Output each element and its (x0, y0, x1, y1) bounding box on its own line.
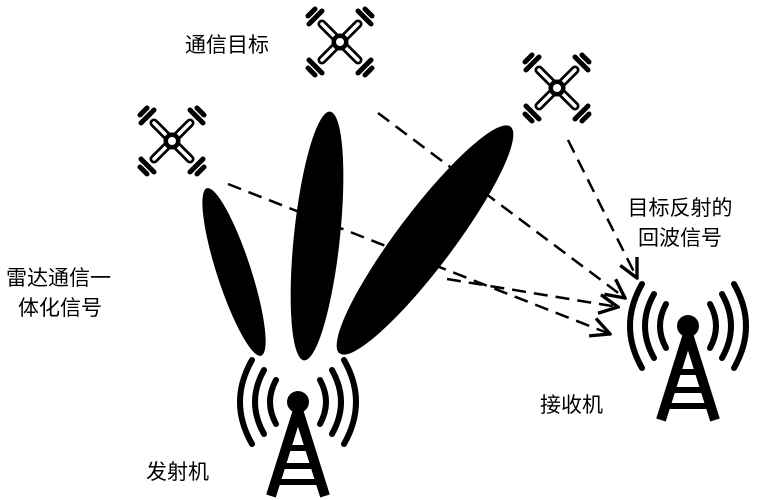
comm-target-label: 通信目标 (185, 33, 269, 57)
drone-icon (308, 9, 372, 75)
arrow-top-drone-to-receiver (377, 111, 625, 298)
receiver-label: 接收机 (540, 393, 603, 417)
beam-lobe-left (202, 188, 266, 356)
radar-comm-signal-label-line2: 体化信号 (18, 296, 102, 320)
arrow-left-drone-to-receiver (227, 182, 610, 334)
drone-icon (525, 55, 589, 121)
transmitter-label: 发射机 (146, 460, 209, 484)
reflected-echo-label-line2: 回波信号 (638, 226, 722, 250)
drone-icon (140, 108, 204, 174)
arrow-beam-to-receiver (446, 277, 618, 307)
reflected-echo-label-line1: 目标反射的 (627, 196, 733, 220)
beam-lobe-center (290, 111, 344, 361)
beam-lobe-right (336, 125, 514, 355)
arrow-right-drone-to-receiver (566, 139, 637, 278)
radio-tower-icon (240, 360, 356, 496)
radar-comm-signal-label-line1: 雷达通信一 (6, 266, 111, 290)
radio-tower-icon (630, 284, 746, 420)
